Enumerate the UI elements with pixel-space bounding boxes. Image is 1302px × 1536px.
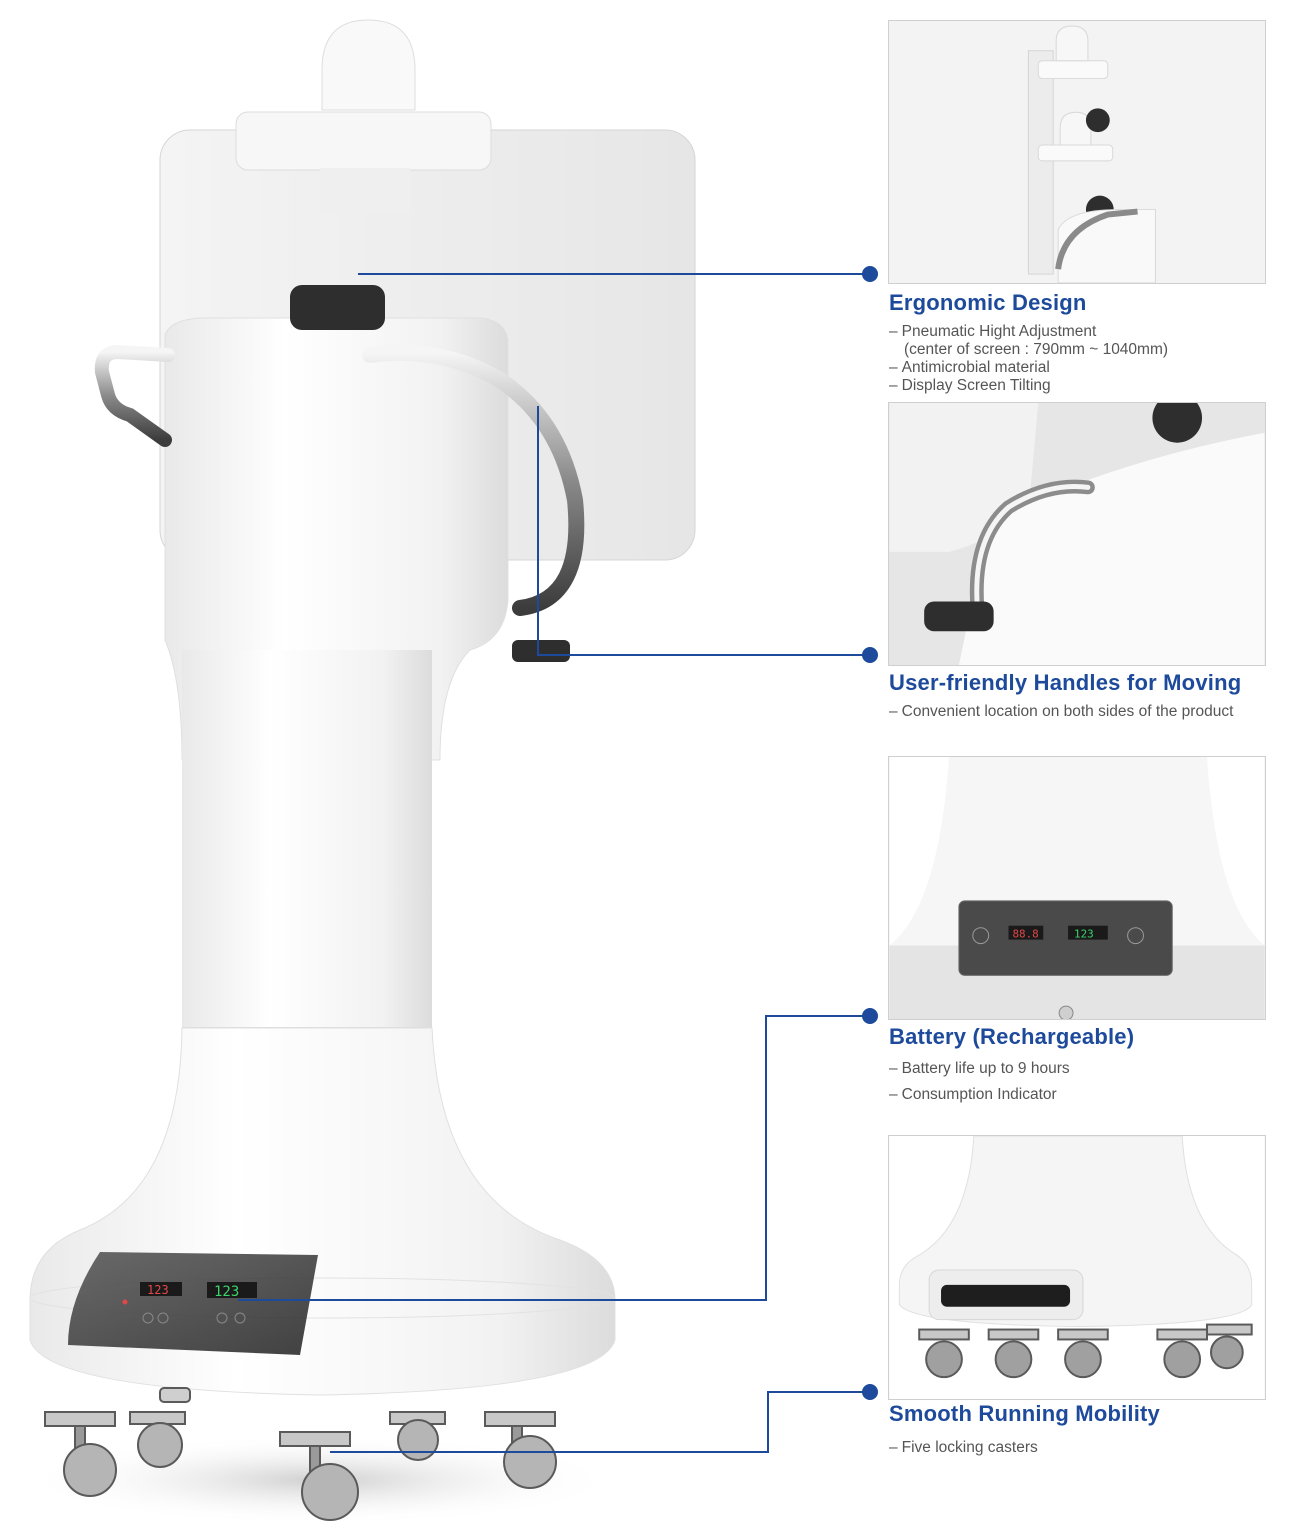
caster <box>44 1411 117 1497</box>
callout-dot-ergonomic <box>862 266 878 282</box>
thumbnail-mobility <box>888 1135 1266 1400</box>
callout-dot-handles <box>862 647 878 663</box>
feature-title-handles: User-friendly Handles for Moving <box>889 670 1242 695</box>
caster <box>484 1411 557 1489</box>
callout-dot-mobility <box>862 1384 878 1400</box>
left-handle <box>94 344 175 447</box>
feature-title-mobility: Smooth Running Mobility <box>889 1401 1160 1426</box>
sensor-bracket <box>235 19 492 213</box>
feature-bullet: –Consumption Indicator <box>889 1086 1057 1103</box>
feature-bullets-battery: –Battery life up to 9 hours –Consumption… <box>889 1056 1070 1108</box>
neck-column <box>182 650 432 1030</box>
upper-body <box>164 285 509 761</box>
thumbnail-battery: 88.8 123 <box>888 756 1266 1020</box>
feature-bullet: –Display Screen Tilting <box>889 377 1051 394</box>
battery-display-left: 123 <box>147 1283 169 1297</box>
right-handle <box>362 344 585 662</box>
battery-indicator-panel: 123 123 <box>68 1252 318 1355</box>
caster <box>129 1411 186 1468</box>
feature-title-ergonomic: Ergonomic Design <box>889 290 1087 315</box>
battery-detail-left: 88.8 <box>1012 928 1038 941</box>
callout-lines <box>238 273 870 1453</box>
feature-bullet: –Antimicrobial material <box>889 359 1050 376</box>
feature-bullets-mobility: –Five locking casters <box>889 1437 1038 1459</box>
callout-dot-battery <box>862 1008 878 1024</box>
feature-bullet: –Pneumatic Hight Adjustment <box>889 323 1097 340</box>
feature-bullet: –Battery life up to 9 hours <box>889 1060 1070 1077</box>
callout-dots <box>862 266 878 1400</box>
battery-detail-right: 123 <box>1074 928 1094 941</box>
callout-line-mobility <box>330 1391 870 1453</box>
callout-line-battery <box>238 1015 870 1301</box>
feature-bullets-handles: –Convenient location on both sides of th… <box>889 701 1233 723</box>
thumbnail-ergonomic <box>888 20 1266 284</box>
battery-display-right: 123 <box>214 1284 239 1300</box>
caster <box>279 1431 359 1521</box>
feature-bullets-ergonomic: –Pneumatic Hight Adjustment (center of s… <box>889 323 1168 395</box>
feature-bullet: –Five locking casters <box>889 1439 1038 1456</box>
callout-line-handles <box>537 406 870 656</box>
thumbnail-handles <box>888 402 1266 666</box>
feature-bullet: (center of screen : 790mm ~ 1040mm) <box>904 341 1169 358</box>
casters <box>44 1387 557 1521</box>
caster <box>389 1411 446 1461</box>
feature-title-battery: Battery (Rechargeable) <box>889 1024 1135 1049</box>
feature-bullet: –Convenient location on both sides of th… <box>889 703 1234 720</box>
